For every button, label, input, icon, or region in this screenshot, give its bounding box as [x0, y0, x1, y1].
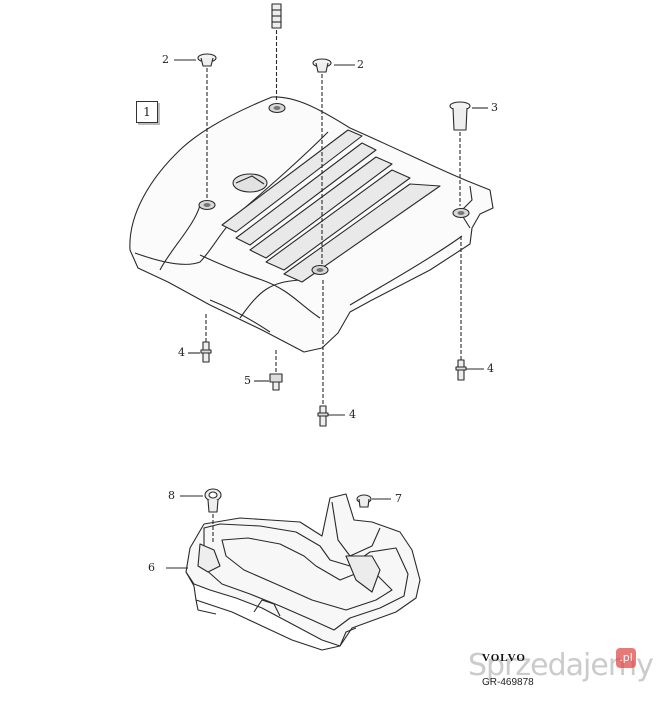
callout-5: 5 [244, 374, 251, 387]
callout-4-bottom: 4 [349, 408, 356, 421]
engine-cover [129, 96, 494, 353]
callout-4-left: 4 [178, 346, 185, 359]
callout-4-right: 4 [487, 362, 494, 375]
callout-6: 6 [148, 561, 155, 574]
bolt-5 [254, 350, 283, 391]
stud-4-right [455, 236, 484, 381]
grommet-3 [449, 101, 488, 206]
clip-7 [356, 494, 391, 508]
grommet-2-right [312, 58, 355, 264]
drawing-number: GR-469878 [482, 677, 534, 688]
plug-8 [180, 488, 222, 544]
stud-4-bottom [317, 280, 345, 427]
callout-3: 3 [491, 101, 498, 114]
brand-logo: VOLVO [482, 652, 526, 664]
lower-shield [166, 493, 421, 651]
callout-1: 1 [136, 101, 158, 123]
callout-2-right: 2 [357, 58, 364, 71]
callout-2-left: 2 [162, 53, 169, 66]
top-stud [271, 3, 282, 100]
stud-4-left [188, 314, 212, 363]
watermark-badge: .pl [616, 648, 636, 668]
callout-7: 7 [395, 492, 402, 505]
grommet-2-left [174, 53, 217, 198]
callout-8: 8 [168, 489, 175, 502]
